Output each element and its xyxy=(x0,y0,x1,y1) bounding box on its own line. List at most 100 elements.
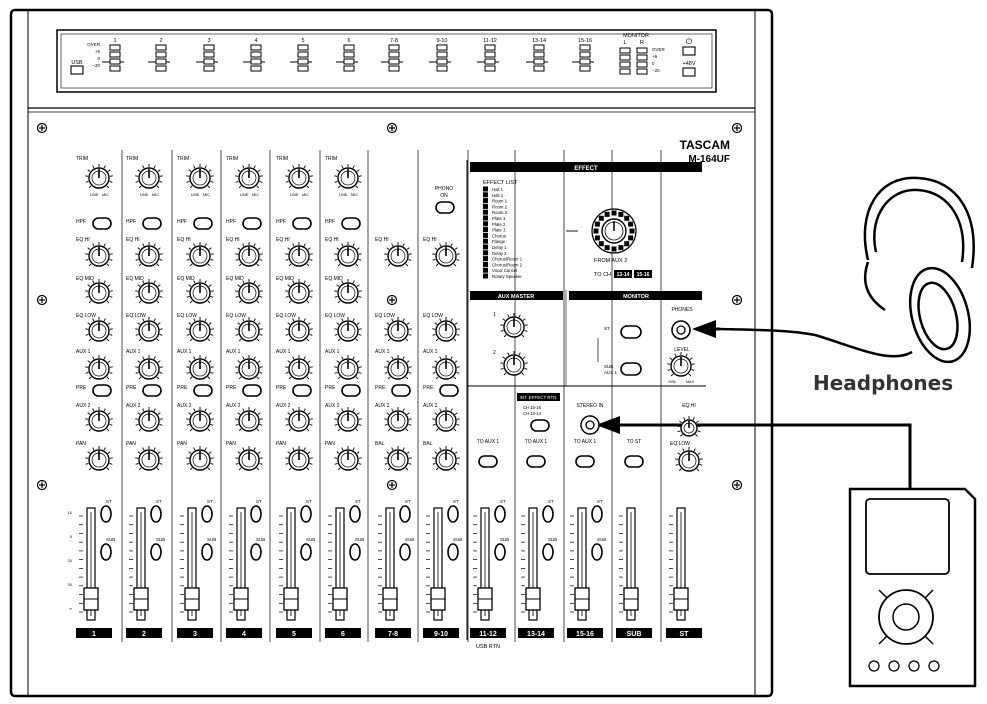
channel-fader[interactable] xyxy=(180,507,200,621)
pan-knob[interactable] xyxy=(186,446,214,471)
st-assign-button[interactable] xyxy=(542,505,554,523)
channel-fader[interactable] xyxy=(279,507,299,621)
pre-button[interactable] xyxy=(92,384,112,397)
eq-hi-knob[interactable] xyxy=(235,242,263,267)
aux2-knob[interactable] xyxy=(432,407,460,432)
trim-knob[interactable] xyxy=(186,164,214,189)
channel-fader[interactable] xyxy=(570,507,590,621)
hpf-button[interactable] xyxy=(142,217,162,230)
channel-fader[interactable] xyxy=(229,507,249,621)
st-assign-button[interactable] xyxy=(100,505,112,523)
st-assign-button[interactable] xyxy=(201,505,213,523)
eq-low-knob[interactable] xyxy=(186,317,214,342)
eq-mid-knob[interactable] xyxy=(235,279,263,304)
pre-button[interactable] xyxy=(391,384,411,397)
aux2-knob[interactable] xyxy=(285,407,313,432)
st-assign-button[interactable] xyxy=(494,505,506,523)
eq-mid-knob[interactable] xyxy=(85,279,113,304)
hpf-button[interactable] xyxy=(193,217,213,230)
hpf-button[interactable] xyxy=(292,217,312,230)
phono-on-button[interactable] xyxy=(435,201,455,214)
eq-mid-knob[interactable] xyxy=(186,279,214,304)
eq-low-knob[interactable] xyxy=(235,317,263,342)
channel-fader[interactable] xyxy=(79,507,99,621)
aux1-knob[interactable] xyxy=(235,355,263,380)
eq-mid-knob[interactable] xyxy=(135,279,163,304)
pre-button[interactable] xyxy=(341,384,361,397)
pan-knob[interactable] xyxy=(135,446,163,471)
trim-knob[interactable] xyxy=(135,164,163,189)
hpf-button[interactable] xyxy=(242,217,262,230)
eq-low-knob[interactable] xyxy=(85,317,113,342)
aux2-knob[interactable] xyxy=(235,407,263,432)
sub-assign-button[interactable] xyxy=(542,543,554,561)
pre-button[interactable] xyxy=(242,384,262,397)
eq-hi-knob[interactable] xyxy=(135,242,163,267)
eq-hi-knob[interactable] xyxy=(85,242,113,267)
eq-low-knob[interactable] xyxy=(432,317,460,342)
channel-fader[interactable] xyxy=(129,507,149,621)
monitor-level-knob[interactable] xyxy=(667,352,695,377)
trim-knob[interactable] xyxy=(235,164,263,189)
bal-knob[interactable] xyxy=(432,446,460,471)
eq-hi-knob[interactable] xyxy=(432,242,460,267)
st-assign-button[interactable] xyxy=(447,505,459,523)
to-aux1-button[interactable] xyxy=(575,455,595,468)
channel-fader[interactable] xyxy=(669,507,689,621)
st-assign-button[interactable] xyxy=(300,505,312,523)
eq-hi-knob[interactable] xyxy=(285,242,313,267)
sub-assign-button[interactable] xyxy=(201,543,213,561)
eq-mid-knob[interactable] xyxy=(334,279,362,304)
trim-knob[interactable] xyxy=(285,164,313,189)
aux2-knob[interactable] xyxy=(186,407,214,432)
eq-mid-knob[interactable] xyxy=(285,279,313,304)
effect-selector-dial[interactable] xyxy=(591,208,637,254)
sub-assign-button[interactable] xyxy=(494,543,506,561)
aux-master-1-knob[interactable] xyxy=(500,313,528,338)
sub-assign-button[interactable] xyxy=(250,543,262,561)
eq-hi-knob[interactable] xyxy=(334,242,362,267)
st-assign-button[interactable] xyxy=(150,505,162,523)
st-assign-button[interactable] xyxy=(591,505,603,523)
monitor-source-sub-button[interactable] xyxy=(620,362,642,376)
pan-knob[interactable] xyxy=(334,446,362,471)
st-assign-button[interactable] xyxy=(250,505,262,523)
aux1-knob[interactable] xyxy=(334,355,362,380)
sub-assign-button[interactable] xyxy=(150,543,162,561)
sub-assign-button[interactable] xyxy=(447,543,459,561)
aux1-knob[interactable] xyxy=(85,355,113,380)
pre-button[interactable] xyxy=(193,384,213,397)
sub-assign-button[interactable] xyxy=(591,543,603,561)
channel-fader[interactable] xyxy=(328,507,348,621)
int-effect-rtn-switch[interactable] xyxy=(530,419,550,432)
monitor-source-st-button[interactable] xyxy=(620,325,642,339)
sub-assign-button[interactable] xyxy=(300,543,312,561)
aux1-knob[interactable] xyxy=(135,355,163,380)
aux1-knob[interactable] xyxy=(186,355,214,380)
bal-knob[interactable] xyxy=(384,446,412,471)
eq-low-knob[interactable] xyxy=(135,317,163,342)
pan-knob[interactable] xyxy=(285,446,313,471)
aux2-knob[interactable] xyxy=(384,407,412,432)
hpf-button[interactable] xyxy=(92,217,112,230)
pan-knob[interactable] xyxy=(235,446,263,471)
eq-low-knob[interactable] xyxy=(334,317,362,342)
aux-master-2-knob[interactable] xyxy=(500,351,528,376)
eq-hi-knob[interactable] xyxy=(186,242,214,267)
to-aux1-button[interactable] xyxy=(478,455,498,468)
trim-knob[interactable] xyxy=(334,164,362,189)
channel-fader[interactable] xyxy=(426,507,446,621)
channel-fader[interactable] xyxy=(378,507,398,621)
to-aux1-button[interactable] xyxy=(526,455,546,468)
eq-hi-knob[interactable] xyxy=(384,242,412,267)
pre-button[interactable] xyxy=(292,384,312,397)
channel-fader[interactable] xyxy=(619,507,639,621)
hpf-button[interactable] xyxy=(341,217,361,230)
aux1-knob[interactable] xyxy=(432,355,460,380)
aux1-knob[interactable] xyxy=(285,355,313,380)
pre-button[interactable] xyxy=(142,384,162,397)
channel-fader[interactable] xyxy=(521,507,541,621)
trim-knob[interactable] xyxy=(85,164,113,189)
sub-assign-button[interactable] xyxy=(100,543,112,561)
channel-fader[interactable] xyxy=(473,507,493,621)
